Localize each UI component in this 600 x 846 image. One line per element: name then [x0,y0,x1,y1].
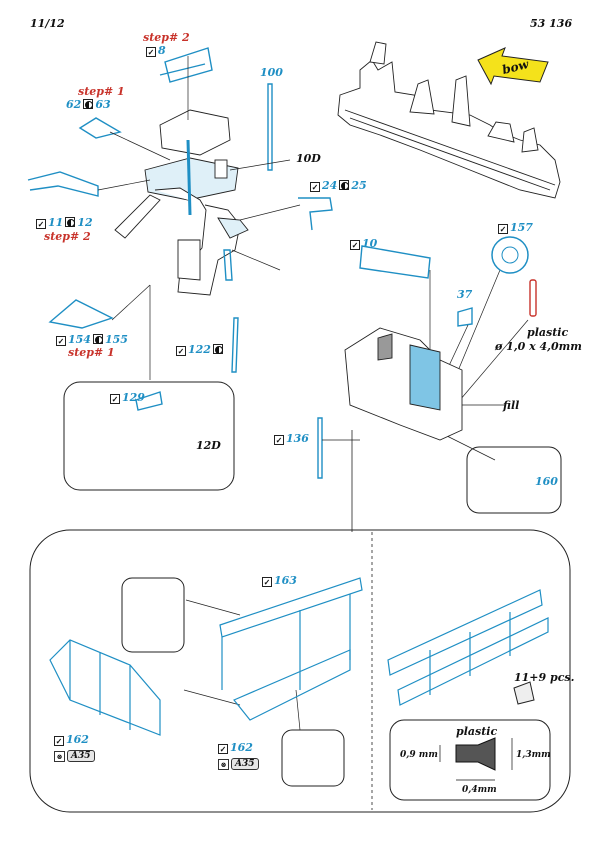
check-icon: ✓ [36,219,46,229]
part-number: 12 [77,216,93,229]
dimension-1-3: 1,3mm [516,750,551,760]
check-icon: ✓ [56,336,66,346]
inset-post-box [281,729,345,787]
step-label: step# 2 [143,31,190,44]
part-number: 8 [158,44,166,57]
part-number: 162 [230,741,253,754]
check-icon: ✓ [54,736,64,746]
part-number: 136 [286,432,309,445]
check-icon: ✓ [274,435,284,445]
ship-outline [337,41,561,199]
dimension-0-9: 0,9 mm [400,750,438,760]
railing-right [387,589,549,706]
superstructure-block [344,327,463,441]
part-number: 129 [122,391,145,404]
part-number-37: 37 [457,288,473,301]
check-icon: ✓ [146,47,156,57]
check-icon: ✓ [498,224,508,234]
kit-code: 53 136 [530,17,573,30]
reference-icon: ⊗ [218,759,229,770]
part-callout-11-12: ✓11 12 [36,217,93,229]
reference-label: A35 [231,758,259,770]
part-number-100: 100 [260,66,283,79]
inset-plastic-box [389,719,551,801]
part-number: 11 [48,216,64,229]
fill-label: fill [503,399,520,412]
page-number: 11/12 [30,17,65,30]
plastic-tube-piece [513,681,535,705]
step-label: step# 2 [44,230,91,243]
plastic-label: plastic [456,725,498,738]
part-number: 63 [95,98,111,111]
railing-left [49,639,161,736]
pieces-count: 11+9 pcs. [514,671,575,684]
part-157-disc [491,236,529,274]
railing-163 [219,577,363,721]
part-number-10D: 10D [296,152,321,165]
leader-lines [97,56,529,731]
check-icon: ✓ [262,577,272,587]
reference-a35-mid: ⊗A35 [218,757,259,770]
part-number: 25 [351,179,367,192]
inset-129-box [63,381,235,491]
part-number: 24 [322,179,338,192]
inset-160-box [466,446,562,514]
part-callout-8: ✓8 [146,45,166,57]
part-callout-163: ✓163 [262,575,297,587]
check-icon: ✓ [350,240,360,250]
dimension-lines [439,738,513,781]
check-icon: ✓ [310,182,320,192]
part-number: 122 [188,343,211,356]
bridge-etch [27,47,473,479]
part-number: 62 [66,98,82,111]
part-callout-122: ✓122 [176,344,225,356]
plastic-label: plastic [527,326,569,339]
half-etch-icon [83,99,94,109]
part-callout-157: ✓157 [498,222,533,234]
bridge-assembly [114,109,249,296]
half-etch-icon [65,217,76,227]
part-number: 155 [104,333,128,346]
part-number-12D: 12D [196,439,221,452]
reference-a35-left: ⊗A35 [54,749,95,762]
plastic-rod [529,279,537,317]
reference-label: A35 [67,750,95,762]
half-etch-icon [339,180,350,190]
part-number: 154 [68,333,91,346]
part-number: 162 [66,733,89,746]
part-number: 163 [274,574,297,587]
part-callout-129: ✓129 [110,392,145,404]
part-number: 157 [510,221,533,234]
inset-bracket-box [121,577,185,653]
half-etch-icon [212,344,223,354]
part-callout-162-mid: ✓162 [218,742,253,754]
check-icon: ✓ [218,744,228,754]
dimension-0-4: 0,4mm [462,785,497,795]
check-icon: ✓ [110,394,120,404]
part-number-160: 160 [535,475,558,488]
part-callout-62-63: 62 63 [66,99,111,111]
part-number: 10 [362,237,378,250]
bow-arrow [477,47,549,86]
part-callout-24-25: ✓24 25 [310,180,367,192]
part-callout-136: ✓136 [274,433,309,445]
step-label: step# 1 [78,85,125,98]
step-label: step# 1 [68,346,115,359]
check-icon: ✓ [176,346,186,356]
part-callout-10: ✓10 [350,238,377,250]
half-etch-icon [92,334,103,344]
part-callout-154-155: ✓154 155 [56,334,128,346]
lower-panel [29,529,571,813]
part-callout-162-left: ✓162 [54,734,89,746]
reference-icon: ⊗ [54,751,65,762]
rod-dimension: ø 1,0 x 4,0mm [495,340,582,353]
insulator-cross-section [455,737,496,771]
